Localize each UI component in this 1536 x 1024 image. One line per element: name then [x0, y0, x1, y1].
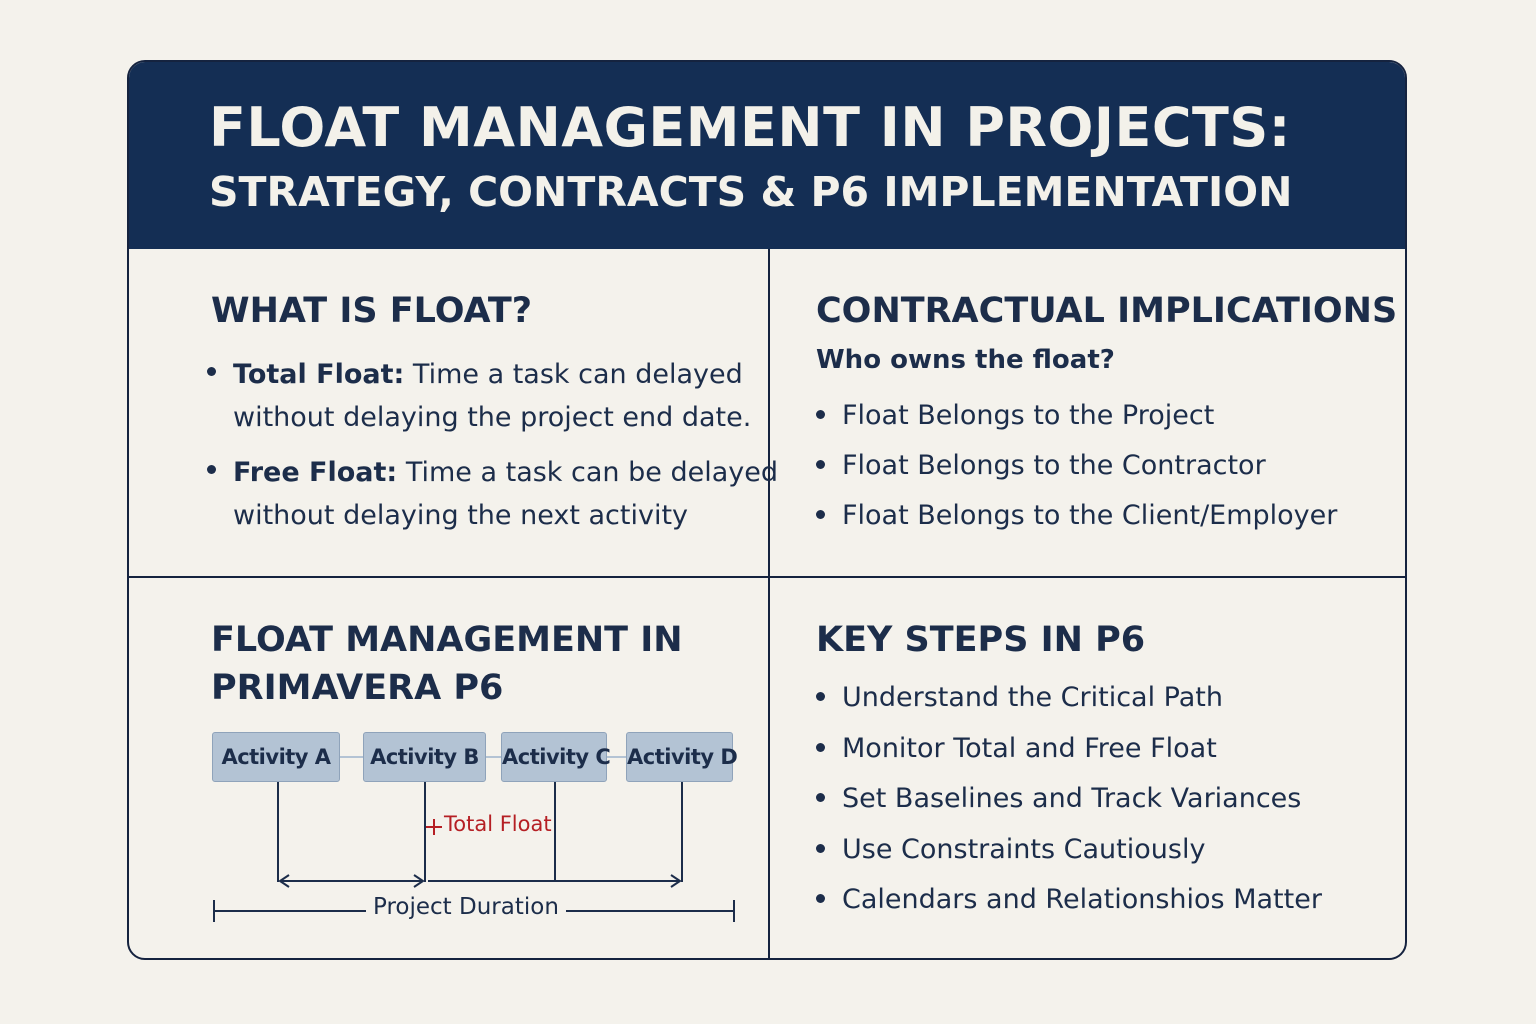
list-item: Use Constraints Cautiously — [816, 830, 1322, 870]
total-float-text-1: Time a task can delayed — [404, 359, 743, 390]
bullet-icon — [816, 410, 825, 419]
key-steps-panel: KEY STEPS IN P6 Understand the Critical … — [770, 578, 1405, 958]
bullet-icon — [816, 843, 825, 853]
bullet-icon — [816, 742, 825, 752]
contractual-panel: CONTRACTUAL IMPLICATIONS Who owns the fl… — [770, 249, 1405, 576]
ownership-options-list: Float Belongs to the Project Float Belon… — [816, 396, 1337, 546]
title-banner: FLOAT MANAGEMENT IN PROJECTS: STRATEGY, … — [129, 62, 1405, 249]
free-float-text-1: Time a task can be delayed — [397, 457, 778, 488]
activity-b-box: Activity B — [363, 732, 486, 782]
list-item: Understand the Critical Path — [816, 678, 1322, 718]
list-item: Float Belongs to the Contractor — [816, 446, 1337, 486]
float-ownership-question: Who owns the float? — [816, 345, 1115, 375]
primavera-heading-line2: PRIMAVERA P6 — [211, 668, 504, 708]
list-item: Float Belongs to the Client/Employer — [816, 496, 1337, 536]
infographic-card: FLOAT MANAGEMENT IN PROJECTS: STRATEGY, … — [127, 60, 1407, 960]
bullet-icon — [816, 793, 825, 802]
bullet-icon — [207, 465, 216, 474]
total-float-label: Total Float — [444, 812, 552, 836]
free-float-term: Free Float: — [233, 457, 398, 488]
bullet-icon — [816, 510, 825, 519]
what-is-float-heading: WHAT IS FLOAT? — [211, 291, 533, 331]
total-float-text-2: without delaying the project end date. — [233, 402, 752, 433]
list-item: Float Belongs to the Project — [816, 396, 1337, 436]
free-float-definition: Free Float: Time a task can be delayed w… — [207, 451, 778, 537]
list-item: Calendars and Relationshios Matter — [816, 880, 1322, 920]
bullet-icon — [207, 367, 216, 376]
activity-c-box: Activity C — [501, 732, 611, 782]
activity-a-box: Activity A — [212, 732, 340, 782]
float-network-diagram — [213, 756, 735, 922]
main-subtitle: STRATEGY, CONTRACTS & P6 IMPLEMENTATION — [209, 168, 1293, 216]
bullet-icon — [816, 692, 825, 701]
key-steps-heading: KEY STEPS IN P6 — [816, 620, 1146, 660]
arrowhead-right-icon — [670, 874, 682, 888]
list-item: Set Baselines and Track Variances — [816, 779, 1322, 819]
vertical-divider — [768, 249, 770, 958]
arrowhead-right-icon — [413, 874, 425, 888]
list-item: Monitor Total and Free Float — [816, 729, 1322, 769]
free-float-text-2: without delaying the next activity — [233, 500, 689, 531]
project-duration-label: Project Duration — [367, 894, 565, 920]
total-float-term: Total Float: — [233, 359, 405, 390]
activity-d-box: Activity D — [626, 732, 738, 782]
main-title: FLOAT MANAGEMENT IN PROJECTS: — [209, 96, 1291, 159]
bullet-icon — [816, 894, 825, 903]
bullet-icon — [816, 460, 825, 469]
float-definitions-list: Total Float: Time a task can delayed wit… — [207, 353, 778, 549]
horizontal-divider — [129, 576, 1405, 578]
contractual-heading: CONTRACTUAL IMPLICATIONS — [816, 291, 1398, 331]
primavera-heading-line1: FLOAT MANAGEMENT IN — [211, 620, 683, 660]
total-float-definition: Total Float: Time a task can delayed wit… — [207, 353, 778, 439]
what-is-float-panel: WHAT IS FLOAT? Total Float: Time a task … — [129, 249, 778, 576]
primavera-panel: PRIMAVERA P6 FLOAT MANAGEMENT IN — [129, 578, 768, 958]
arrowhead-left-icon — [278, 874, 290, 888]
key-steps-list: Understand the Critical Path Monitor Tot… — [816, 678, 1322, 931]
